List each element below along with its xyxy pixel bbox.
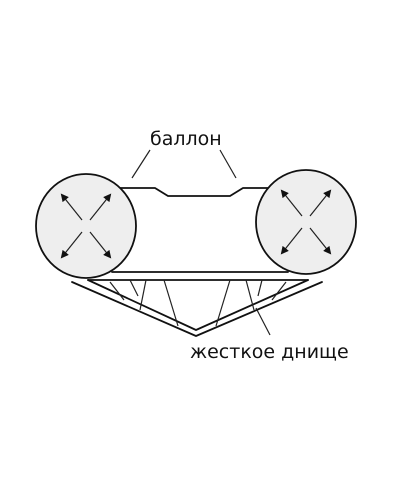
balloon-leader-line-right [219, 149, 237, 179]
left-tube [35, 173, 137, 279]
hull-leader-line [255, 307, 271, 336]
hull-bottom-label: жесткое днище [190, 341, 349, 363]
balloon-leader-line [131, 149, 151, 179]
rigid-hull-bottom [71, 279, 323, 337]
right-tube [255, 169, 357, 275]
pressure-arrows-left [60, 193, 112, 259]
deck-outline [117, 187, 283, 197]
balloon-label: баллон [150, 128, 222, 150]
pressure-arrows-right [280, 189, 332, 255]
